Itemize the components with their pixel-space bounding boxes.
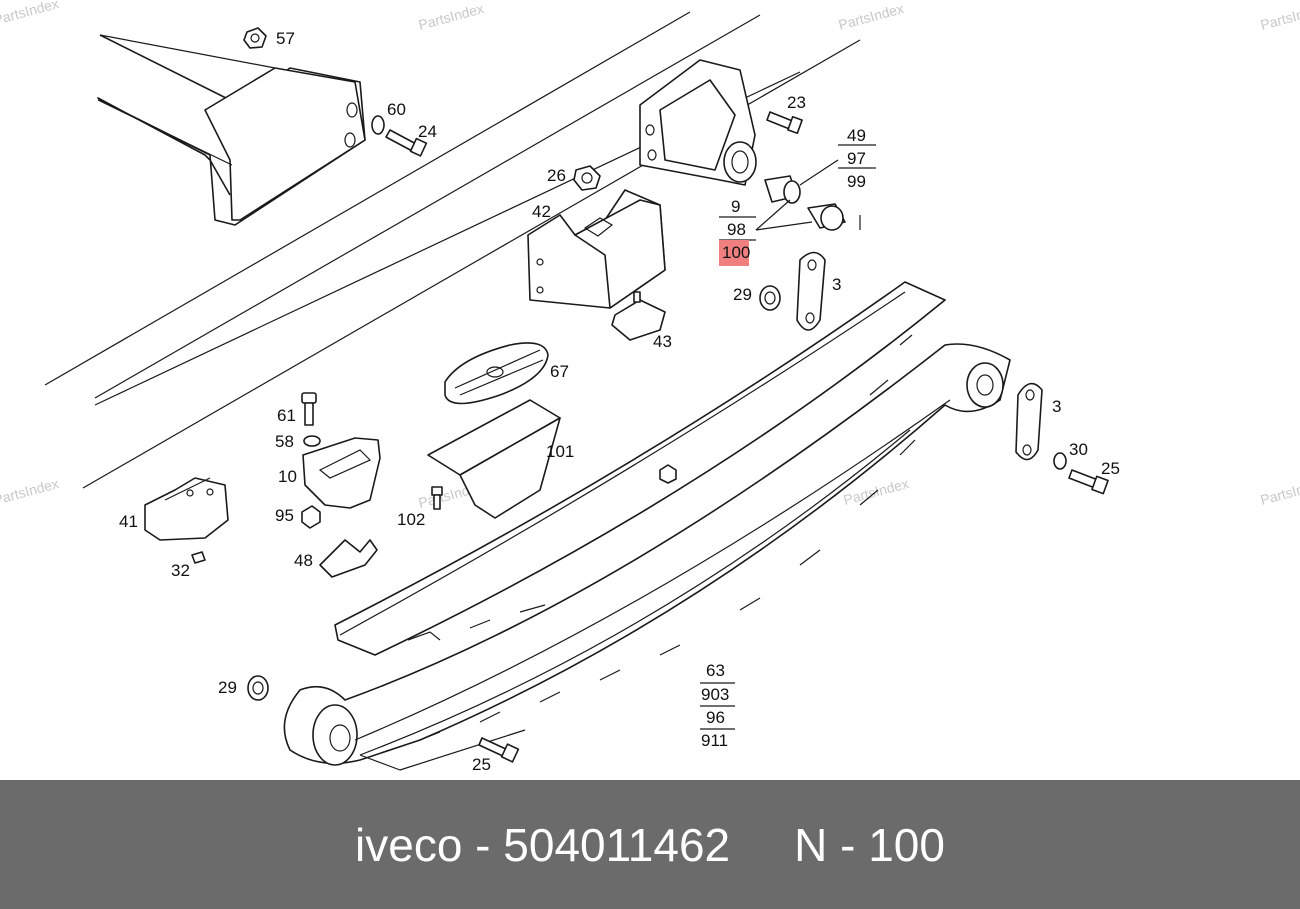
callout-3[interactable]: 3 <box>832 275 841 294</box>
bush <box>247 675 269 701</box>
cross-member <box>97 34 366 226</box>
callout-3[interactable]: 3 <box>1052 397 1061 416</box>
callout-9[interactable]: 9 <box>731 197 740 216</box>
part-title: iveco - 504011462 <box>355 818 731 871</box>
callout-24[interactable]: 24 <box>418 122 437 141</box>
callout-26[interactable]: 26 <box>547 166 566 185</box>
callout-30[interactable]: 30 <box>1069 440 1088 459</box>
shackle-plate <box>796 251 826 331</box>
center-nut <box>659 464 677 484</box>
bush <box>807 203 846 231</box>
callout-911[interactable]: 911 <box>701 731 728 750</box>
spring-seat-plate <box>427 399 561 519</box>
callout-100[interactable]: 100 <box>722 243 750 262</box>
spring-bracket <box>302 437 381 509</box>
watermark: PartsIndex <box>837 0 906 33</box>
callout-29[interactable]: 29 <box>218 678 237 697</box>
highlight-marker <box>719 240 749 266</box>
bush <box>759 285 781 311</box>
part-number-footer: iveco - 504011462 N - 100 <box>0 780 1300 909</box>
watermark: PartsIndex <box>0 0 60 28</box>
spring-hanger-bracket <box>639 59 757 186</box>
callout-49[interactable]: 49 <box>847 126 866 145</box>
callout-101[interactable]: 101 <box>546 442 574 461</box>
watermark: PartsIndex <box>0 475 60 508</box>
flange-nut <box>573 165 601 191</box>
bolt <box>431 486 443 510</box>
watermark: PartsIndex <box>1259 475 1300 508</box>
bracket <box>144 477 229 541</box>
callout-42[interactable]: 42 <box>532 202 551 221</box>
callout-41[interactable]: 41 <box>119 512 138 531</box>
callout-60[interactable]: 60 <box>387 100 406 119</box>
callout-25[interactable]: 25 <box>1101 459 1120 478</box>
callout-23[interactable]: 23 <box>787 93 806 112</box>
callout-48[interactable]: 48 <box>294 551 313 570</box>
bump-stop <box>611 291 666 341</box>
exploded-parts-diagram: PartsIndex PartsIndex PartsIndex PartsIn… <box>0 0 1300 774</box>
callout-903[interactable]: 903 <box>701 685 729 704</box>
bolt <box>1068 469 1109 495</box>
callout-96[interactable]: 96 <box>706 708 725 727</box>
bolt <box>766 111 803 135</box>
nut <box>301 505 321 529</box>
watermark: PartsIndex <box>1259 0 1300 33</box>
bracket <box>527 189 666 309</box>
bush <box>764 175 801 204</box>
bolt <box>301 392 317 426</box>
callout-98[interactable]: 98 <box>727 220 746 239</box>
callout-57[interactable]: 57 <box>276 29 295 48</box>
callout-102[interactable]: 102 <box>397 510 425 529</box>
watermark: PartsIndex <box>417 0 486 33</box>
shackle-plate <box>1015 382 1043 461</box>
callout-95[interactable]: 95 <box>275 506 294 525</box>
spring-pad <box>444 342 549 405</box>
callout-43[interactable]: 43 <box>653 332 672 351</box>
washer <box>1053 452 1067 470</box>
leaf-spring-lower <box>283 343 1011 771</box>
leaf-spring-upper <box>334 281 946 656</box>
callout-10[interactable]: 10 <box>278 467 297 486</box>
part-reference: N - 100 <box>794 818 945 871</box>
callout-58[interactable]: 58 <box>275 432 294 451</box>
callout-99[interactable]: 99 <box>847 172 866 191</box>
bolt <box>191 551 206 564</box>
clip <box>319 539 378 578</box>
callout-25[interactable]: 25 <box>472 755 491 774</box>
callout-63[interactable]: 63 <box>706 661 725 680</box>
callout-61[interactable]: 61 <box>277 406 296 425</box>
bolt <box>478 737 520 763</box>
washer <box>303 435 321 447</box>
washer <box>371 115 385 135</box>
callout-29[interactable]: 29 <box>733 285 752 304</box>
callout-97[interactable]: 97 <box>847 149 866 168</box>
nut <box>243 27 267 49</box>
bolt <box>385 129 428 157</box>
callout-67[interactable]: 67 <box>550 362 569 381</box>
callout-32[interactable]: 32 <box>171 561 190 580</box>
